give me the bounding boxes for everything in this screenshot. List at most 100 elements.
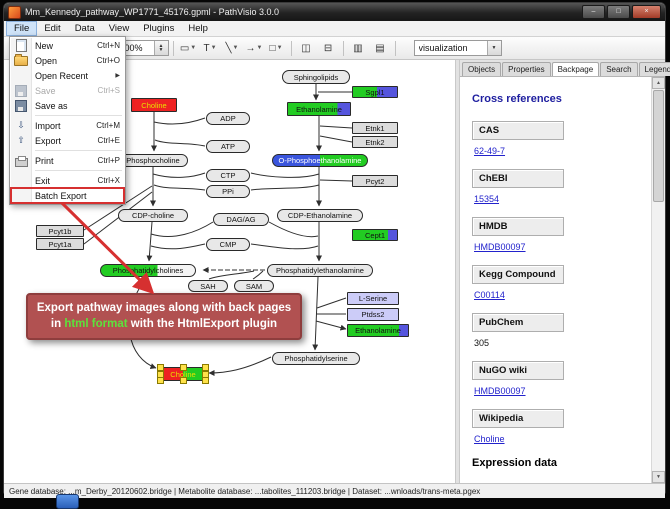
node-phosphatidylserine[interactable]: Phosphatidylserine bbox=[272, 352, 360, 365]
node-sah[interactable]: SAH bbox=[188, 280, 228, 292]
node-pcyt1a[interactable]: Pcyt1a bbox=[36, 238, 84, 250]
menu-help[interactable]: Help bbox=[188, 23, 208, 34]
node-sphingolipids[interactable]: Sphingolipids bbox=[282, 70, 350, 84]
menu-item-shortcut: Ctrl+O bbox=[96, 56, 120, 65]
node-ethanolamine-top[interactable]: Ethanolamine bbox=[287, 102, 351, 116]
tab-backpage[interactable]: Backpage bbox=[551, 62, 600, 76]
toolbar-separator bbox=[342, 40, 344, 56]
tab-properties[interactable]: Properties bbox=[502, 62, 551, 76]
tab-objects[interactable]: Objects bbox=[462, 62, 502, 76]
taskbar-item[interactable] bbox=[56, 494, 79, 509]
zoom-value: 100% bbox=[119, 43, 143, 53]
xref-link[interactable]: 62-49-7 bbox=[474, 146, 506, 156]
title-bar[interactable]: Mm_Kennedy_pathway_WP1771_45176.gpml - P… bbox=[4, 3, 665, 21]
toolbar-stack-vertical-button[interactable]: ▤ bbox=[370, 39, 391, 57]
node-label: Ptdss2 bbox=[361, 310, 385, 319]
selection-handle[interactable] bbox=[202, 377, 209, 384]
node-cmp[interactable]: CMP bbox=[206, 238, 250, 251]
toolbar-label-tool-button[interactable]: T▼ bbox=[200, 39, 221, 57]
visualization-combobox[interactable]: visualization▼ bbox=[413, 40, 502, 56]
file-menu-item-batch-export[interactable]: Batch Export bbox=[10, 187, 125, 204]
node-cept1[interactable]: Cept1 bbox=[352, 229, 398, 241]
node-l-serine[interactable]: L-Serine bbox=[347, 292, 399, 305]
node-pcyt1b[interactable]: Pcyt1b bbox=[36, 225, 84, 237]
node-etnk2[interactable]: Etnk2 bbox=[352, 136, 398, 148]
folder-icon bbox=[11, 53, 31, 66]
node-o-phosphoethanolamine[interactable]: O-Phosphoethanolamine bbox=[272, 154, 368, 167]
xref-link[interactable]: 15354 bbox=[474, 194, 500, 204]
xref-source-label: NuGO wiki bbox=[472, 361, 564, 380]
node-ethanolamine-2[interactable]: Ethanolamine bbox=[347, 324, 409, 337]
file-menu-item-open-recent[interactable]: Open Recent▶ bbox=[11, 68, 124, 83]
close-button[interactable]: × bbox=[632, 5, 661, 19]
node-pcyt2[interactable]: Pcyt2 bbox=[352, 175, 398, 187]
node-cdp-ethanolamine[interactable]: CDP-Ethanolamine bbox=[277, 209, 363, 222]
dropdown-arrow-icon: ▼ bbox=[232, 45, 239, 51]
scroll-up-button[interactable]: ▲ bbox=[652, 77, 665, 89]
visualization-dropdown-icon[interactable]: ▼ bbox=[486, 41, 501, 55]
node-ctp[interactable]: CTP bbox=[206, 169, 250, 182]
menu-file[interactable]: File bbox=[6, 21, 38, 36]
tab-legend[interactable]: Legend bbox=[638, 62, 670, 76]
scrollbar-thumb[interactable] bbox=[653, 90, 664, 202]
toolbar-align-center-button[interactable]: ◫ bbox=[296, 39, 317, 57]
selection-handle[interactable] bbox=[180, 364, 187, 371]
node-adp[interactable]: ADP bbox=[206, 112, 250, 125]
node-cdp-choline[interactable]: CDP-choline bbox=[118, 209, 188, 222]
node-phosphatidylcholines[interactable]: Phosphatidylcholines bbox=[100, 264, 196, 277]
node-phosphatidylethanolamine[interactable]: Phosphatidylethanolamine bbox=[267, 264, 373, 277]
menu-item-shortcut: Ctrl+P bbox=[97, 156, 120, 165]
maximize-button[interactable]: □ bbox=[607, 5, 630, 19]
minimize-button[interactable]: – bbox=[582, 5, 605, 19]
node-sam[interactable]: SAM bbox=[234, 280, 274, 292]
node-ppi[interactable]: PPi bbox=[206, 185, 250, 198]
toolbar-arrow-tool-button[interactable]: →▼ bbox=[244, 39, 265, 57]
xref-source-label: ChEBI bbox=[472, 169, 564, 188]
toolbar-align-middle-button[interactable]: ⊟ bbox=[318, 39, 339, 57]
node-ptdss2[interactable]: Ptdss2 bbox=[347, 308, 399, 321]
menu-view[interactable]: View bbox=[108, 23, 130, 34]
xref-link[interactable]: C00114 bbox=[474, 290, 505, 300]
xref-link[interactable]: HMDB00097 bbox=[474, 242, 526, 252]
menu-edit[interactable]: Edit bbox=[44, 23, 61, 34]
node-atp[interactable]: ATP bbox=[206, 140, 250, 153]
node-choline-top[interactable]: Choline bbox=[131, 98, 177, 112]
zoom-dropdown-icon[interactable]: ▲▼ bbox=[153, 41, 168, 55]
node-sgpl1[interactable]: Sgpl1 bbox=[352, 86, 398, 98]
xref-section-chebi: ChEBI 15354 bbox=[472, 169, 642, 204]
scroll-down-button[interactable]: ▼ bbox=[652, 471, 665, 483]
node-label: CDP-Ethanolamine bbox=[287, 211, 353, 220]
node-phosphocholine[interactable]: Phosphocholine bbox=[118, 154, 188, 167]
selection-handle[interactable] bbox=[180, 377, 187, 384]
node-label: ATP bbox=[220, 142, 236, 151]
toolbar-gene-product-tool-button[interactable]: ▭▼ bbox=[178, 39, 199, 57]
node-dag-ag[interactable]: DAG/AG bbox=[213, 213, 269, 226]
file-menu-item-save-as[interactable]: Save as bbox=[11, 98, 124, 113]
node-etnk1[interactable]: Etnk1 bbox=[352, 122, 398, 134]
node-choline-selected[interactable]: Choline bbox=[157, 364, 209, 384]
menu-data[interactable]: Data bbox=[74, 23, 95, 34]
menu-plugins[interactable]: Plugins bbox=[143, 23, 175, 34]
toolbar-line-tool-button[interactable]: ╲▼ bbox=[222, 39, 243, 57]
tab-search[interactable]: Search bbox=[600, 62, 638, 76]
toolbar-shape-tool-button[interactable]: □▼ bbox=[266, 39, 287, 57]
backpage-scrollbar[interactable]: ▲ ▼ bbox=[651, 77, 665, 483]
xref-link[interactable]: Choline bbox=[474, 434, 505, 444]
selection-handle[interactable] bbox=[157, 371, 164, 378]
xref-source-label: Kegg Compound bbox=[472, 265, 564, 284]
selection-handle[interactable] bbox=[157, 364, 164, 371]
selection-handle[interactable] bbox=[157, 377, 164, 384]
panel-splitter[interactable] bbox=[455, 60, 460, 483]
toolbar-stack-horizontal-button[interactable]: ▥ bbox=[348, 39, 369, 57]
xref-link[interactable]: HMDB00097 bbox=[474, 386, 526, 396]
selection-handle[interactable] bbox=[202, 364, 209, 371]
